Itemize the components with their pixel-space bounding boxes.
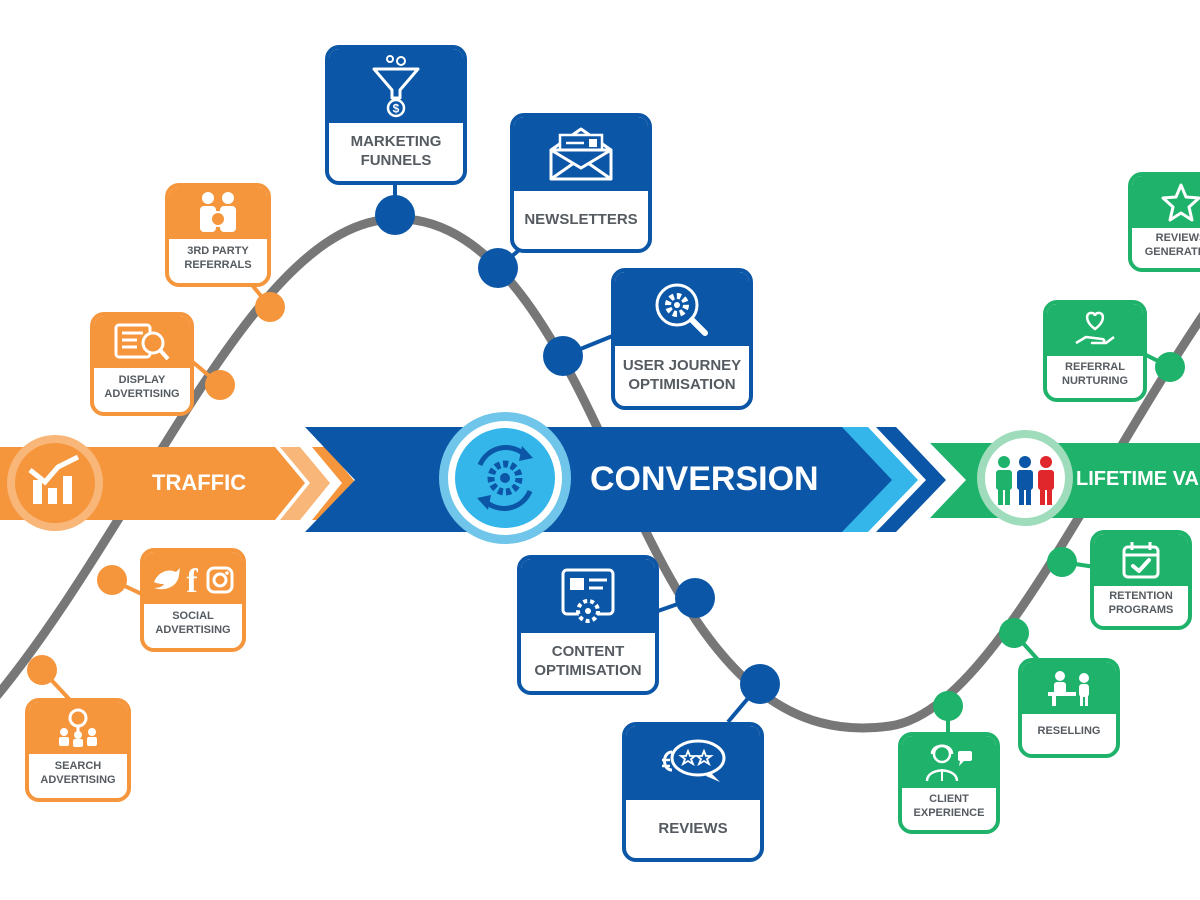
dot-user-journey: [543, 336, 583, 376]
social-media-icon: f: [154, 563, 234, 598]
svg-text:f: f: [186, 563, 198, 598]
bar-chart-icon: [28, 454, 80, 504]
dot-newsletters: [478, 248, 518, 288]
social-advertising-label: SOCIAL ADVERTISING: [155, 610, 231, 636]
dot-display-advertising: [205, 370, 235, 400]
newsletters-label: NEWSLETTERS: [524, 210, 638, 228]
traffic-label: TRAFFIC: [152, 470, 247, 495]
client-experience-label: CLIENT EXPERIENCE: [913, 793, 985, 819]
card-user-journey: USER JOURNEY OPTIMISATION: [611, 268, 753, 410]
card-marketing-funnels: $ MARKETING FUNNELS: [325, 45, 467, 185]
svg-text:$: $: [393, 102, 400, 116]
people-handshake-icon: [200, 192, 236, 232]
card-content-optimisation: CONTENT OPTIMISATION: [517, 555, 659, 695]
card-third-party-referrals: 3RD PARTY REFERRALS: [165, 183, 271, 287]
conversion-arrow-chevron-2: [876, 427, 946, 532]
funnel-icon: $: [372, 55, 420, 118]
marketing-funnels-label: MARKETING FUNNELS: [350, 133, 442, 169]
speech-stars-icon: [662, 739, 726, 782]
dot-social-advertising: [97, 565, 127, 595]
newspaper-search-icon: [114, 323, 170, 361]
retention-programs-label: RETENTION PROGRAMS: [1108, 590, 1174, 616]
card-newsletters: NEWSLETTERS: [510, 113, 652, 253]
reviews-generation-label: REVIEWS GENERATION: [1144, 232, 1200, 258]
card-search-advertising: SEARCH ADVERTISING: [25, 698, 131, 802]
gear-refresh-icon: [477, 445, 533, 511]
heart-hand-icon: [1075, 311, 1115, 345]
referral-nurturing-label: REFERRAL NURTURING: [1062, 361, 1128, 387]
dot-referral-nurturing: [1155, 352, 1185, 382]
user-journey-label: USER JOURNEY OPTIMISATION: [622, 357, 742, 393]
envelope-icon: [549, 127, 613, 181]
lifetime-label: LIFETIME VA: [1076, 468, 1199, 490]
reselling-label: RESELLING: [1037, 725, 1101, 738]
card-reviews-generation: REVIEWS GENERATION: [1128, 172, 1200, 272]
card-social-advertising: f SOCIAL ADVERTISING: [140, 548, 246, 652]
third-party-referrals-label: 3RD PARTY REFERRALS: [184, 245, 252, 271]
dot-content-optimisation: [675, 578, 715, 618]
card-reviews: REVIEWS: [622, 722, 764, 862]
card-client-experience: CLIENT EXPERIENCE: [898, 732, 1000, 834]
dot-marketing-funnels: [375, 195, 415, 235]
dot-third-party-referrals: [255, 292, 285, 322]
star-icon: [1161, 183, 1200, 222]
calendar-check-icon: [1122, 542, 1160, 579]
customers-icon: [996, 456, 1054, 505]
traffic-badge: [7, 435, 103, 531]
search-people-icon: [59, 708, 97, 747]
lifetime-badge: [977, 430, 1073, 526]
dot-search-advertising: [27, 655, 57, 685]
card-referral-nurturing: REFERRAL NURTURING: [1043, 300, 1147, 402]
content-optimisation-label: CONTENT OPTIMISATION: [534, 643, 642, 679]
dot-reselling: [999, 618, 1029, 648]
search-advertising-label: SEARCH ADVERTISING: [40, 760, 116, 786]
support-agent-icon: [925, 744, 972, 782]
journey-dots: [27, 195, 1185, 721]
dot-retention-programs: [1047, 547, 1077, 577]
conversion-arrow-chevron-1: [842, 427, 918, 532]
dot-reviews: [740, 664, 780, 704]
gear-search-icon: [655, 283, 708, 336]
card-display-advertising: DISPLAY ADVERTISING: [90, 312, 194, 416]
card-reselling: RESELLING: [1018, 658, 1120, 758]
content-page-icon: [561, 568, 615, 623]
traffic-arrow-chevron-1: [280, 447, 330, 520]
dot-client-experience: [933, 691, 963, 721]
conversion-badge: [439, 412, 571, 544]
card-retention-programs: RETENTION PROGRAMS: [1090, 530, 1192, 630]
reviews-label: REVIEWS: [658, 819, 728, 837]
display-advertising-label: DISPLAY ADVERTISING: [104, 374, 180, 400]
shop-counter-icon: [1048, 671, 1089, 706]
conversion-label: CONVERSION: [590, 460, 819, 498]
